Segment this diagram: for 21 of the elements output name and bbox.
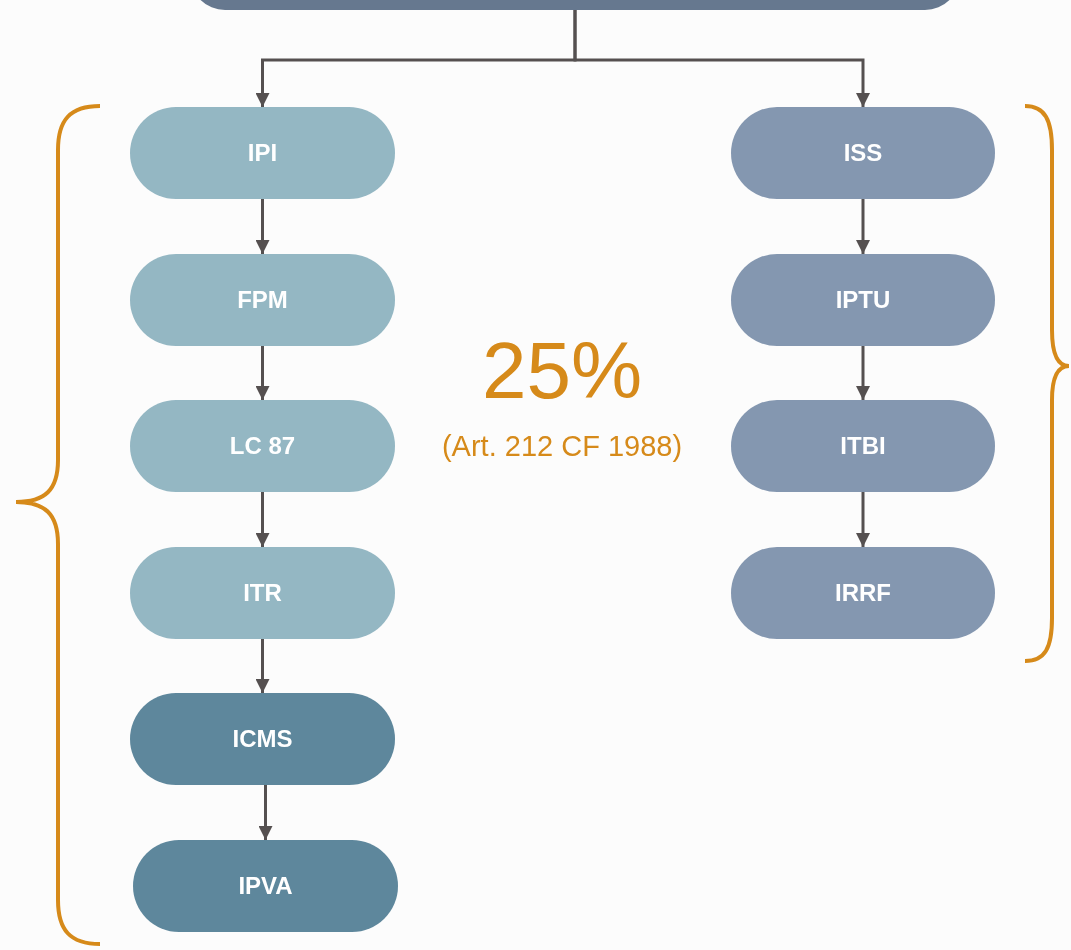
node-label: ISS (843, 139, 883, 167)
node-label: IRRF (835, 579, 891, 607)
arrow (255, 639, 270, 693)
node-label: ICMS (232, 725, 293, 753)
node-label: ITR (243, 579, 282, 607)
node-label: IPI (247, 139, 278, 167)
node-label: FPM (237, 286, 288, 314)
arrow (856, 492, 870, 547)
legal-reference: (Art. 212 CF 1988) (440, 430, 684, 463)
node-label: IPTU (835, 286, 891, 314)
arrow (255, 492, 270, 547)
arrow (255, 199, 270, 254)
node-label: LC 87 (229, 432, 296, 460)
node-label: IPVA (238, 872, 293, 900)
node-label: ITBI (840, 432, 886, 460)
arrow (856, 199, 870, 254)
percentage-value: 25% (480, 325, 644, 417)
arrow (258, 785, 273, 840)
arrow (856, 346, 870, 400)
arrow (573, 10, 870, 107)
arrow (255, 346, 270, 400)
